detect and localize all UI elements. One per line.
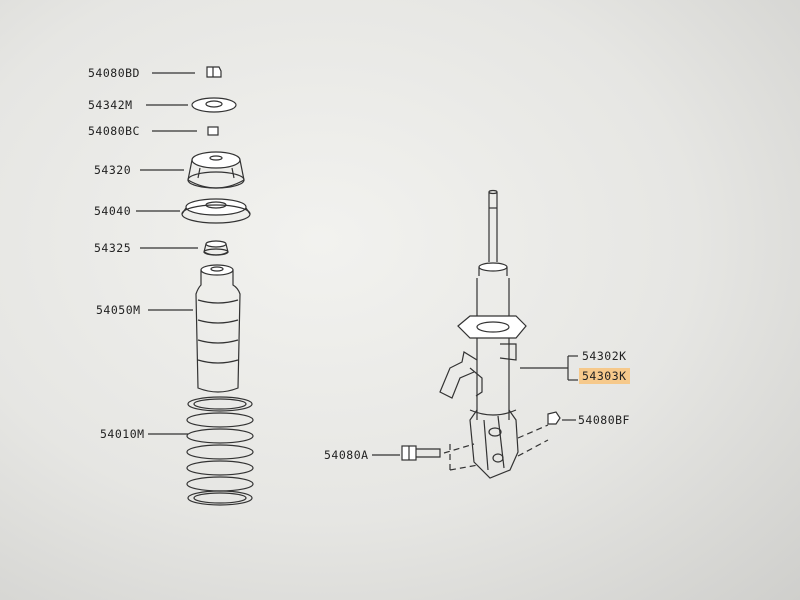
dust-boot-54050M: [195, 264, 241, 393]
label-54325: 54325: [94, 241, 132, 255]
label-54080BF: 54080BF: [578, 413, 630, 427]
bolt-path-dashed: [443, 424, 549, 471]
coil-spring-54010M: [186, 396, 254, 506]
label-54303K-highlighted[interactable]: 54303K: [579, 368, 630, 384]
label-54080BC: 54080BC: [88, 124, 140, 138]
nut-54080BF: [547, 411, 561, 425]
bolt-54080A: [401, 445, 441, 461]
label-54302K[interactable]: 54302K: [582, 349, 627, 363]
label-54320: 54320: [94, 163, 132, 177]
bracket-54302K-54303K: [520, 355, 578, 381]
spring-seat-54040: [181, 198, 251, 224]
label-54040: 54040: [94, 204, 132, 218]
mount-54320: [187, 151, 245, 189]
nut-54080BC: [207, 126, 219, 136]
washer-54342M: [191, 97, 237, 113]
label-54080A: 54080A: [324, 448, 369, 462]
strut-assembly-54302K: [439, 189, 527, 479]
nut-54080BD: [206, 66, 222, 78]
label-54010M: 54010M: [100, 427, 145, 441]
label-54050M: 54050M: [96, 303, 141, 317]
bound-bumper-54325: [203, 240, 229, 256]
label-54342M: 54342M: [88, 98, 133, 112]
label-54080BD: 54080BD: [88, 66, 140, 80]
